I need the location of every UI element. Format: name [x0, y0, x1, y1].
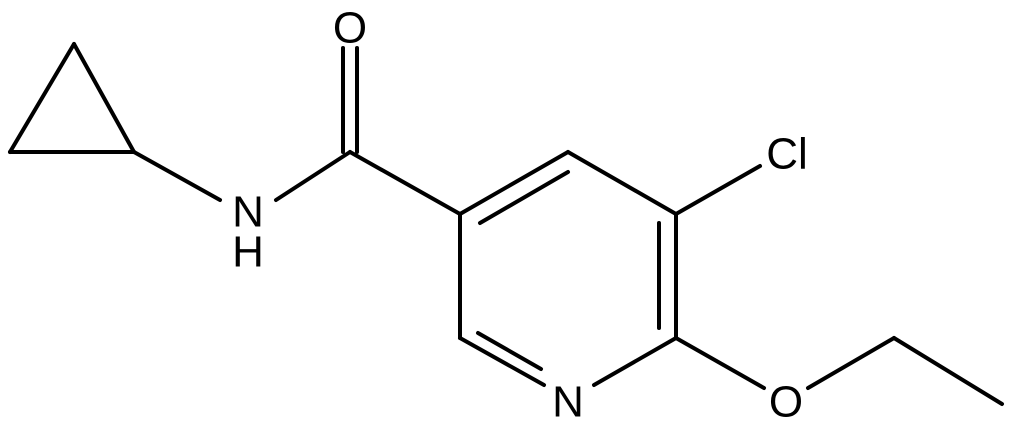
- bond-ring-c6-nitrogen: [592, 336, 678, 387]
- bond-ring-ether-oxygen: [674, 336, 766, 390]
- ether-oxygen-label: O: [769, 378, 803, 427]
- bond-ring-nitrogen-c2-inner: [476, 331, 543, 371]
- bond-methylene-methyl: [892, 336, 1004, 406]
- bond-ring-c4-c5: [566, 150, 678, 216]
- amide-hydrogen-label: H: [232, 228, 264, 277]
- atom-labels: O Cl N H N O: [232, 4, 808, 427]
- amide-nitrogen-label: N: [232, 188, 264, 237]
- bond-ring-c3-c4-inner: [478, 170, 570, 225]
- bond-cyclopropyl-top-left: [8, 42, 76, 154]
- cyclopropyl-ring: [8, 42, 136, 154]
- bond-ring-chlorine: [674, 164, 762, 216]
- bond-ring-nitrogen-c2: [458, 336, 546, 387]
- bond-ring-c3-c4: [458, 150, 570, 216]
- bond-ether-oxygen-methylene: [806, 336, 896, 390]
- bond-cyclopropyl-top-right: [72, 42, 136, 154]
- chlorine-label: Cl: [766, 130, 808, 179]
- carbonyl-oxygen-label: O: [333, 4, 367, 53]
- bond-nitrogen-carbonyl: [274, 150, 352, 202]
- substituent-bonds: [674, 164, 1004, 406]
- bond-carbonyl-ring: [348, 150, 462, 216]
- ring-nitrogen-label: N: [552, 378, 584, 427]
- pyridine-ring: [458, 150, 678, 387]
- bond-cyclopropyl-nitrogen: [132, 150, 222, 202]
- amide-group: [132, 46, 462, 216]
